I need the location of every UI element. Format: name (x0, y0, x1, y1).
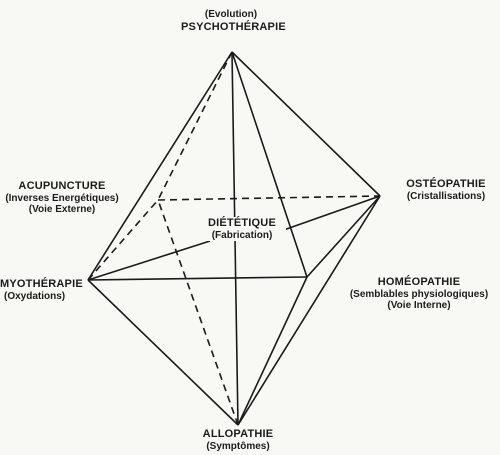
edge-back-right (157, 195, 381, 201)
acupuncture-sub1: (Inverses Energétiques) (5, 192, 119, 204)
edge-bottom-left (87, 279, 239, 426)
osteopathie-title: OSTÉOPATHIE (406, 178, 486, 190)
dietetique-title: DIÉTÉTIQUE (207, 217, 276, 229)
homeopathie-sub1: (Semblables physiologiques) (349, 288, 489, 300)
label-homeopathie: HOMÉOPATHIE (Semblables physiologiques) … (343, 276, 495, 312)
edge-left-back (87, 199, 159, 281)
label-psychotherapie: (Evolution) PSYCHOTHÉRAPIE (181, 9, 286, 33)
edge-front-right (306, 195, 381, 278)
myotherapie-title: MYOTHÉRAPIE (0, 278, 83, 290)
homeopathie-sub2: (Voie Interne) (387, 300, 451, 312)
myotherapie-sub: (Oxydations) (4, 290, 66, 302)
edge-bottom-front (237, 276, 308, 426)
psychotherapie-title: PSYCHOTHÉRAPIE (181, 20, 286, 33)
dietetique-sub: (Fabrication) (211, 229, 273, 241)
allopathie-sub: (Symptômes) (206, 440, 270, 452)
allopathie-title: ALLOPATHIE (202, 428, 274, 440)
edge-top-right (231, 51, 381, 197)
acupuncture-title: ACUPUNCTURE (18, 180, 106, 192)
line-left-to-dietetique (87, 240, 211, 281)
edge-bottom-right (237, 195, 381, 426)
edge-top-left (87, 51, 233, 281)
label-myotherapie: MYOTHÉRAPIE (Oxydations) (0, 278, 83, 302)
osteopathie-sub: (Cristallisations) (406, 190, 486, 202)
edge-bottom-back (157, 199, 239, 426)
label-dietetique: DIÉTÉTIQUE (Fabrication) (198, 217, 286, 242)
label-osteopathie: OSTÉOPATHIE (Cristallisations) (394, 178, 498, 202)
psychotherapie-sub: (Evolution) (204, 9, 258, 20)
line-right-to-dietetique (277, 195, 381, 233)
edge-top-front (231, 51, 308, 278)
label-acupuncture: ACUPUNCTURE (Inverses Energétiques) (Voi… (0, 180, 124, 216)
edge-top-back (157, 51, 233, 201)
homeopathie-title: HOMÉOPATHIE (377, 276, 461, 288)
label-allopathie: ALLOPATHIE (Symptômes) (198, 428, 278, 452)
edge-left-front (87, 276, 308, 281)
acupuncture-sub2: (Voie Externe) (28, 204, 96, 216)
